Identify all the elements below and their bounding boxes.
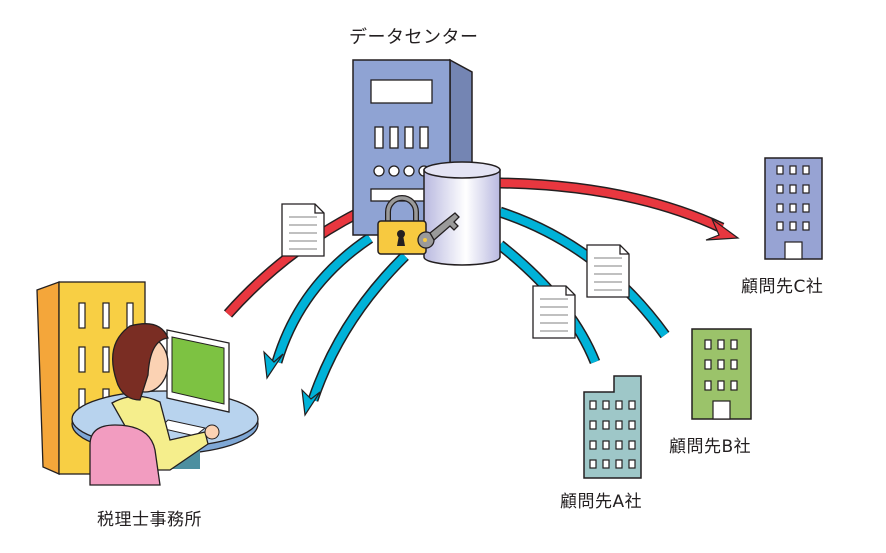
arrow-datacenter-to-office-1 [263, 233, 374, 380]
client-a-building-icon [583, 375, 642, 479]
client-c-label: 顧問先C社 [741, 277, 824, 297]
lock-icon [377, 195, 427, 255]
document-icon [586, 244, 630, 298]
client-b-label: 顧問先B社 [669, 437, 752, 457]
client-c-building-icon [764, 157, 823, 260]
arrow-datacenter-to-client-b [498, 206, 670, 339]
arrow-datacenter-to-office-2 [301, 252, 409, 417]
database-icon [423, 161, 501, 266]
tax-office-label: 税理士事務所 [97, 510, 202, 530]
person-icon [111, 323, 220, 471]
document-icon [532, 285, 576, 339]
document-icon [281, 203, 325, 257]
computer-monitor-icon [159, 329, 230, 437]
datacenter-label: データセンター [349, 27, 479, 48]
chair-icon [89, 424, 161, 486]
key-icon [417, 212, 460, 249]
client-a-label: 顧問先A社 [560, 492, 643, 512]
arrow-datacenter-to-client-c [499, 177, 740, 241]
client-b-building-icon [691, 328, 752, 420]
